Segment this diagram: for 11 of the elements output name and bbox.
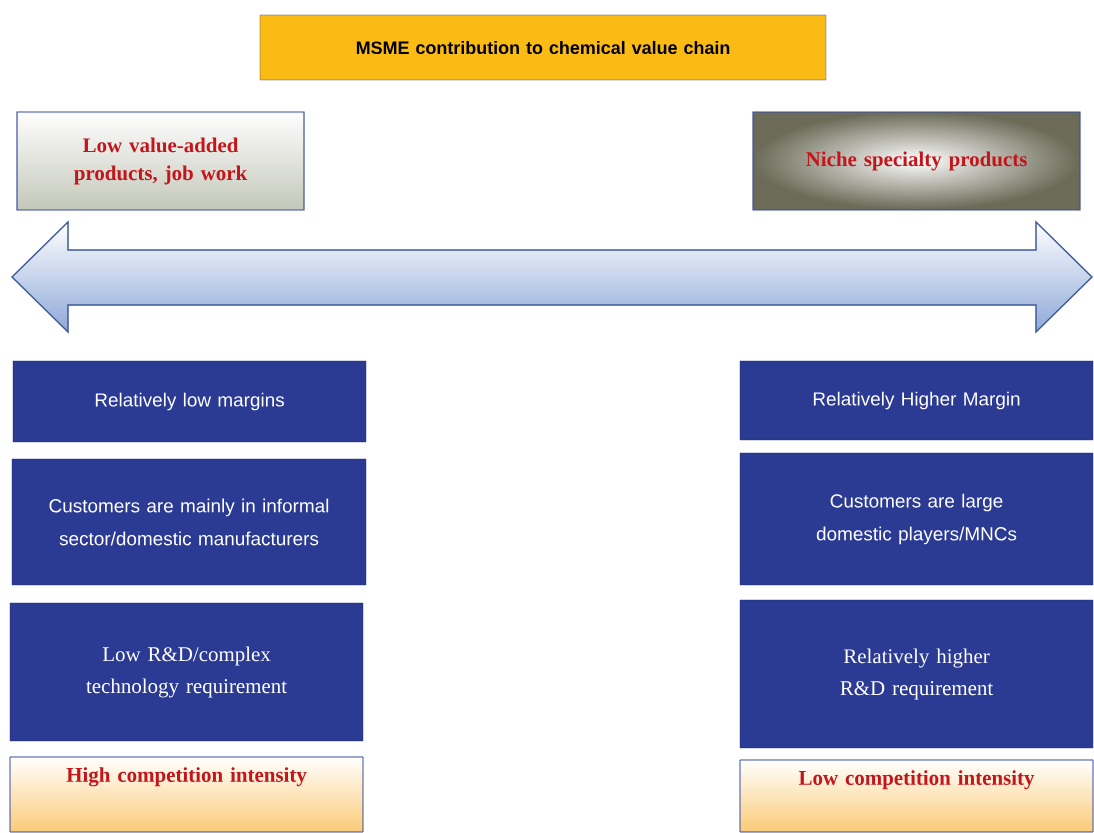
competition-box: Low competition intensity xyxy=(739,759,1094,833)
feature-box: Customers are large domestic players/MNCs xyxy=(739,452,1094,586)
feature-box: Relatively low margins xyxy=(12,360,367,443)
feature-box: Customers are mainly in informal sector/domestic manufacturers xyxy=(11,458,367,586)
feature-box: Relatively higher R&D requirement xyxy=(739,599,1094,749)
category-box: Niche specialty products xyxy=(752,111,1081,211)
feature-box: Relatively Higher Margin xyxy=(739,360,1094,441)
competition-box: High competition intensity xyxy=(9,756,364,833)
category-box: Low value-added products, job work xyxy=(16,111,305,211)
feature-box: Low R&D/complex technology requirement xyxy=(9,602,364,742)
title-box: MSME contribution to chemical value chain xyxy=(259,14,827,81)
